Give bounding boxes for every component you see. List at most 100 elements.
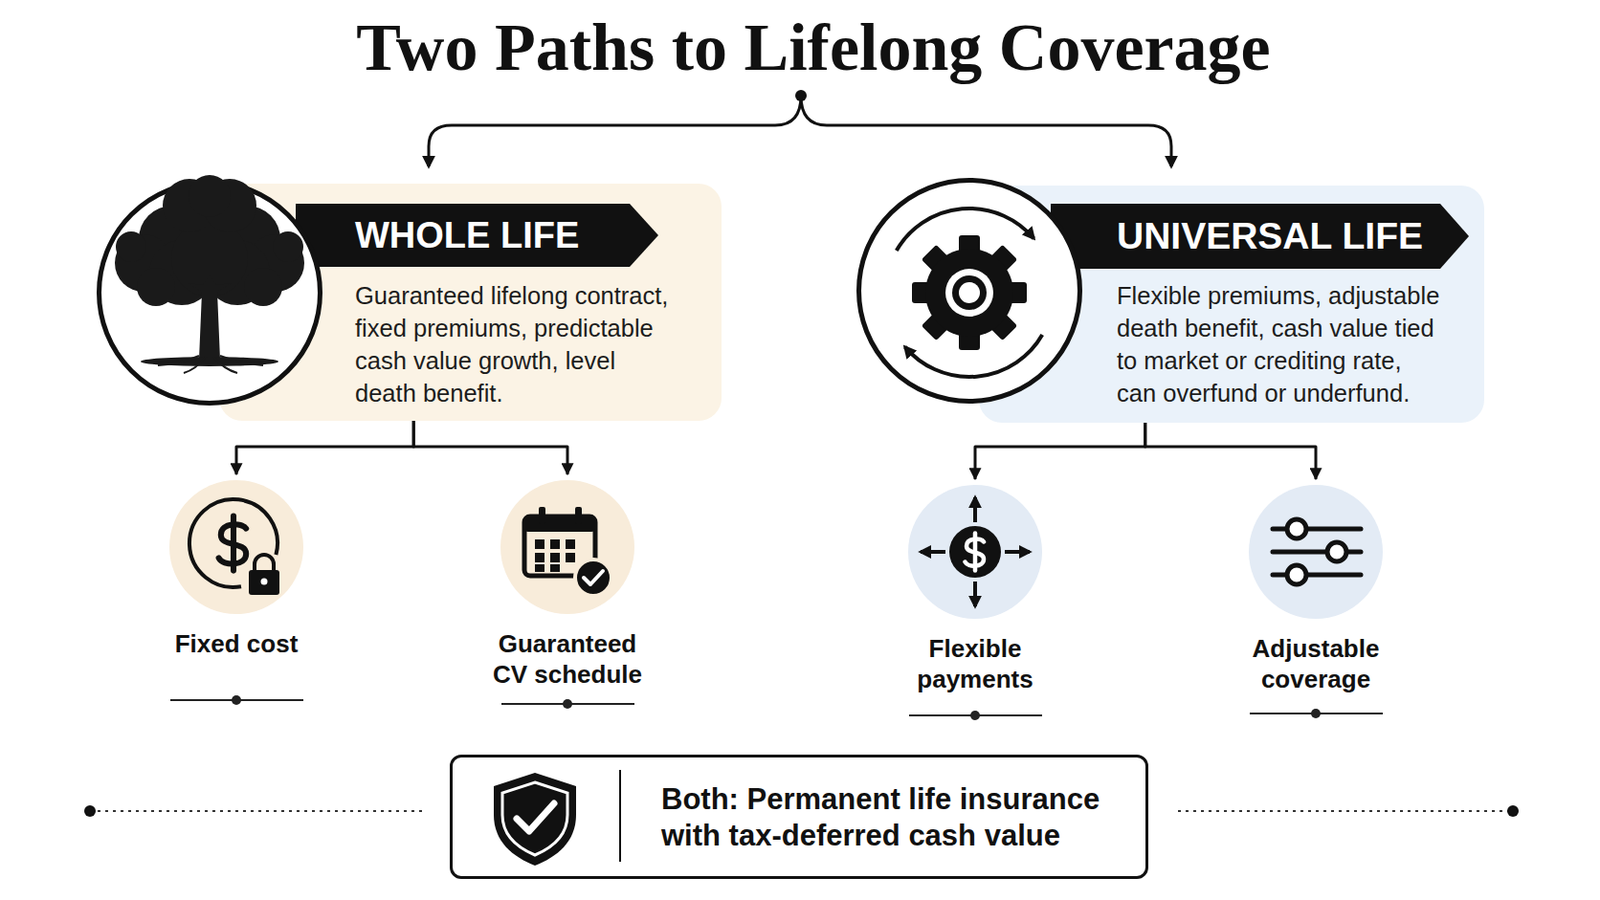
dotted-rule-left-part — [89, 810, 423, 813]
slider-icon-part — [1272, 550, 1361, 556]
tree-icon-part — [115, 231, 147, 263]
calendar-check-icon-part — [575, 507, 582, 525]
title-bracket — [428, 89, 1172, 167]
tree-icon-part — [136, 267, 176, 307]
banner-heading: WHOLE LIFE — [355, 203, 700, 267]
calendar-check-icon-part-part — [565, 539, 576, 550]
tree-icon-part — [187, 275, 232, 360]
calendar-check-icon-part-part — [550, 553, 560, 563]
shield-check-icon-part — [493, 773, 577, 867]
flexible-dollar-icon-part — [949, 526, 1001, 578]
branch-connector — [236, 421, 414, 475]
flexible-dollar-icon-part-part — [965, 539, 985, 567]
gear-icon-part-part — [925, 248, 1014, 337]
underline-rule-part — [1311, 709, 1321, 719]
tree-icon-part — [204, 240, 270, 306]
flexible-dollar-icon-part-part — [920, 550, 946, 555]
tree-icon-part — [202, 178, 257, 233]
feature-label: Fixed cost — [153, 628, 321, 660]
calendar-check-icon-part-part — [534, 539, 545, 550]
flexible-dollar-icon — [920, 497, 1030, 607]
calendar-check-icon-part-part — [534, 553, 545, 563]
icon-circle — [1248, 485, 1383, 620]
calendar-check-icon-part-part — [534, 564, 545, 573]
tree-icon-part — [213, 205, 281, 273]
gear-icon-part-part — [958, 235, 980, 259]
gear-icon-part — [911, 235, 1027, 351]
tree-icon-part — [188, 175, 231, 218]
feature-card: UNIVERSAL LIFEFlexible premiums, adjusta… — [856, 177, 1485, 423]
calendar-check-icon-part-part — [550, 564, 560, 573]
slider-icon-part — [1327, 542, 1347, 562]
dollar-lock-icon-part — [189, 499, 278, 588]
gear-icon-part-part — [911, 282, 935, 304]
gear-icon-part-part — [945, 268, 994, 317]
slider-icon-part — [1272, 573, 1361, 578]
dotted-rule-right — [1177, 805, 1519, 818]
dollar-lock-icon-part — [254, 555, 274, 573]
title-bracket-part — [795, 89, 807, 102]
tree-icon-part — [171, 220, 248, 297]
diagram-title: Two Paths to Lifelong Coverage — [287, 9, 1340, 87]
underline-rule-part — [562, 699, 573, 710]
calendar-check-icon-part-part — [550, 539, 560, 550]
branch-connector — [413, 421, 568, 475]
gear-icon-part-part — [986, 310, 1019, 342]
slider-icon-part — [1287, 519, 1307, 539]
shield-check-icon-part — [516, 803, 555, 832]
card-description: Guaranteed lifelong contract, fixed prem… — [355, 279, 681, 410]
gear-icon-part — [896, 208, 1035, 251]
divider-line — [620, 770, 622, 863]
shield-check-icon — [493, 773, 577, 867]
icon-circle — [169, 480, 304, 615]
gear-icon-part-part — [952, 275, 987, 311]
slider-icon-part — [1287, 565, 1307, 585]
tree-icon-part — [171, 191, 248, 268]
calendar-check-icon-part — [583, 571, 603, 585]
slider-icon — [1272, 519, 1361, 585]
tree-icon-part — [246, 234, 305, 292]
underline-rule-part — [231, 695, 242, 706]
flexible-dollar-icon-part-part — [973, 533, 978, 572]
title-bracket-part — [428, 95, 801, 167]
calendar-check-icon-part-part — [565, 553, 576, 563]
shield-check-icon-part — [502, 782, 568, 856]
feature-label: Flexible payments — [891, 633, 1060, 695]
calendar-check-icon-part — [524, 516, 596, 533]
tree-icon-part — [114, 234, 173, 292]
title-bracket-part — [800, 95, 1172, 167]
dollar-lock-icon-part-part — [219, 524, 247, 564]
calendar-check-icon-part — [524, 516, 596, 577]
dollar-lock-icon-part — [219, 515, 247, 571]
feature-circle: Adjustable coverage — [1229, 485, 1402, 695]
icon-circle — [96, 179, 323, 406]
branch-connector — [975, 422, 1146, 480]
icon-circle — [500, 480, 635, 615]
gear-icon-part-part — [921, 310, 954, 342]
dotted-rule-right-part — [1177, 810, 1513, 813]
summary-text: Both: Permanent life insurance with tax-… — [661, 781, 1131, 855]
dollar-lock-icon-part — [261, 578, 268, 586]
gear-icon-part-part — [958, 327, 980, 351]
dotted-rule-right-part — [1507, 805, 1519, 818]
slider-icon-part — [1272, 527, 1361, 533]
tree-icon-part — [138, 205, 206, 273]
flexible-dollar-icon-part — [920, 497, 1030, 607]
tree-icon-part — [157, 355, 264, 374]
tree-icon-part — [244, 267, 283, 307]
flexible-dollar-icon-part-part — [973, 581, 978, 607]
feature-label: Adjustable coverage — [1232, 633, 1400, 695]
flexible-dollar-icon-part-part — [973, 497, 978, 523]
feature-circle: Guaranteed CV schedule — [481, 480, 654, 690]
underline-rule — [170, 695, 1383, 721]
calendar-check-icon-part — [534, 539, 576, 573]
dollar-lock-icon-part-part — [230, 515, 237, 571]
divider-line-part — [619, 770, 622, 863]
gear-icon-part-part — [921, 244, 954, 277]
card-description: Flexible premiums, adjustable death bene… — [1116, 279, 1443, 410]
dollar-lock-icon — [189, 499, 280, 596]
feature-label: Guaranteed CV schedule — [484, 628, 652, 690]
flexible-dollar-icon-part-part — [1004, 550, 1030, 555]
